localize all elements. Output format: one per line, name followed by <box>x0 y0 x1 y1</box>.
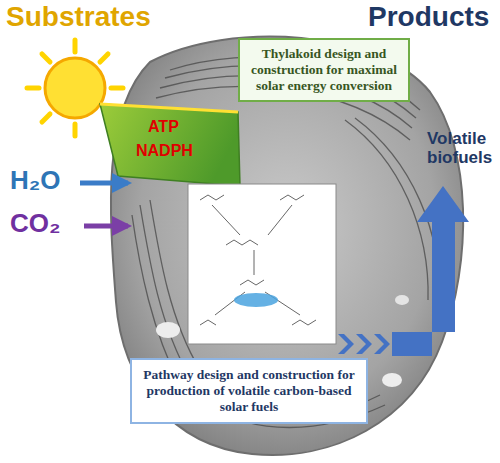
section-heading: Substrates <box>6 2 151 33</box>
design-box: Pathway design and construction for prod… <box>130 358 368 424</box>
product-label: Volatile biofuels <box>427 130 497 167</box>
thylakoid-membrane <box>100 104 240 186</box>
substrate-label: H₂O <box>10 166 61 195</box>
section-heading: Products <box>368 2 489 33</box>
box-text: Pathway design and construction for prod… <box>138 367 360 415</box>
pathway-inset <box>188 184 336 344</box>
substrate-label: CO₂ <box>10 209 61 238</box>
molecule-label: ATP <box>148 118 179 136</box>
product-arrow <box>338 186 469 356</box>
water-arrow <box>80 181 128 186</box>
cell-micrograph <box>111 37 463 455</box>
box-text: Thylakoid design and construction for ma… <box>246 46 402 94</box>
molecule-label: NADPH <box>136 142 193 160</box>
design-box: Thylakoid design and construction for ma… <box>238 38 410 102</box>
co2-arrow <box>84 224 128 229</box>
